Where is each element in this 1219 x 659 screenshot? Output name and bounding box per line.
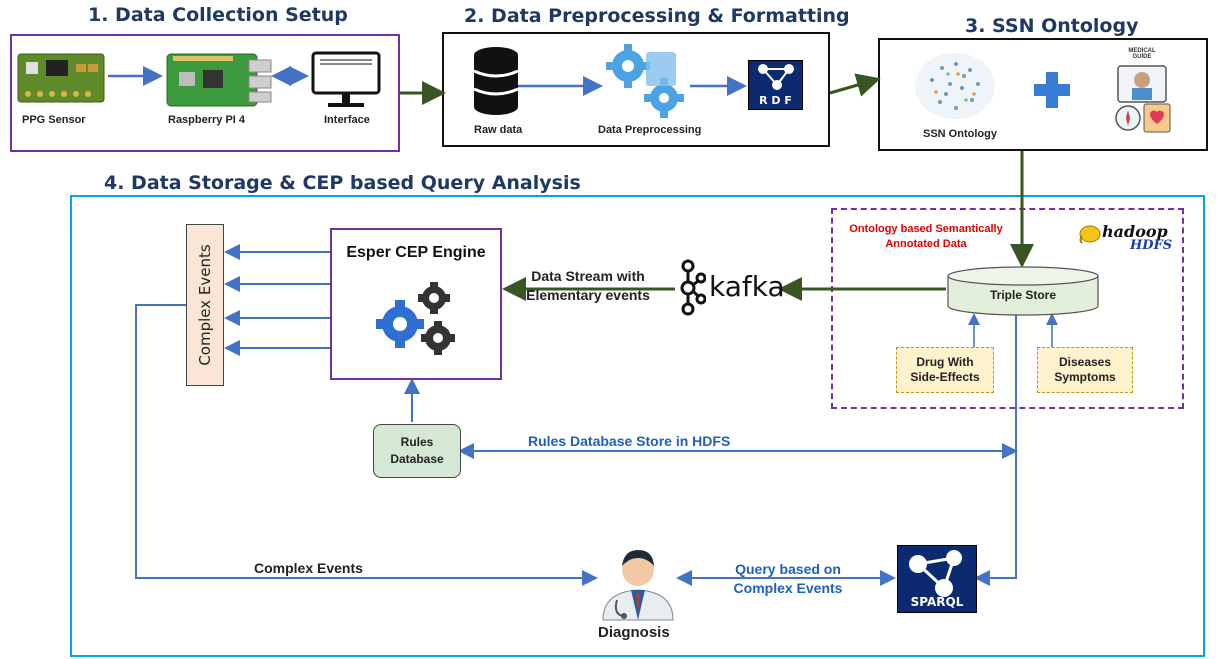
line-triplestore-to-sparql: [974, 312, 1017, 586]
rules-hdfs-label: Rules Database Store in HDFS: [528, 433, 731, 449]
storage-box: [70, 195, 1205, 657]
plus-icon: [1034, 72, 1070, 108]
query-line1: Query based on: [735, 561, 841, 577]
hadoop-logo: hadoop HDFS: [1078, 222, 1178, 256]
hdfs-region: [831, 208, 1184, 409]
disease-box-line2: Symptoms: [1054, 370, 1116, 384]
raspberry-pi-icon: [166, 53, 272, 107]
hdfs-region-title: Ontology based Semantically Annotated Da…: [836, 222, 1016, 253]
query-line2: Complex Events: [733, 579, 843, 596]
kafka-icon: [680, 259, 706, 316]
section-title-preprocessing: 2. Data Preprocessing & Formatting: [464, 5, 850, 27]
esper-engine-label: Esper CEP Engine: [346, 244, 486, 261]
section-title-storage: 4. Data Storage & CEP based Query Analys…: [104, 172, 581, 194]
doctor-icon: [602, 550, 674, 621]
data-stream-label: Data Stream with Elementary events: [510, 267, 666, 305]
triple-store: Triple Store: [946, 266, 1100, 316]
query-label: Query based on Complex Events: [718, 560, 858, 598]
rules-database-line2: Database: [390, 452, 444, 466]
complex-events-vertical-label: Complex Events: [196, 244, 214, 366]
hadoop-logo-text: hadoop: [1102, 222, 1168, 241]
interface-label: Interface: [324, 114, 370, 126]
hdfs-region-title-line1: Ontology based Semantically: [849, 223, 1003, 235]
sparql-logo: SPARQL: [897, 545, 977, 613]
cep-gears-icon: [376, 282, 455, 355]
diagnosis-label: Diagnosis: [598, 624, 670, 641]
rules-database-line1: Rules: [400, 435, 434, 450]
medical-guide-text-2: GUIDE: [1132, 54, 1152, 60]
collection-box: [10, 34, 400, 152]
data-preprocessing-label: Data Preprocessing: [598, 124, 702, 136]
raspberry-pi-label: Raspberry PI 4: [168, 114, 246, 126]
data-stream-line1: Data Stream with: [531, 268, 645, 284]
preprocessing-gears-icon: [606, 44, 684, 118]
rdf-logo-text: R D F: [759, 94, 792, 107]
database-icon: [473, 47, 519, 115]
sparql-logo-text: SPARQL: [910, 595, 964, 609]
esper-engine-box: Esper CEP Engine: [330, 228, 502, 380]
complex-events-box: Complex Events: [186, 224, 224, 386]
raw-data-label: Raw data: [474, 124, 523, 136]
ssn-ontology-label: SSN Ontology: [923, 128, 997, 140]
medical-guide-icon: MEDICAL GUIDE: [1110, 48, 1174, 138]
hadoop-elephant-icon: [1079, 225, 1101, 244]
ppg-sensor-label: PPG Sensor: [22, 114, 86, 126]
medical-guide-text-1: MEDICAL: [1128, 48, 1156, 54]
section-title-collection: 1. Data Collection Setup: [88, 4, 348, 26]
disease-box-line1: Diseases: [1058, 355, 1112, 369]
line-complex-to-diagnosis: [135, 304, 598, 586]
kafka-label: kafka: [709, 270, 785, 303]
ssn-cloud-icon: [915, 53, 995, 119]
drug-box-line1: Drug With: [916, 355, 974, 369]
hdfs-region-title-line2: Annotated Data: [885, 238, 967, 251]
rdf-logo: R D F: [748, 60, 803, 110]
complex-events-label: Complex Events: [254, 560, 363, 576]
data-stream-line2: Elementary events: [526, 286, 650, 303]
section-title-ontology: 3. SSN Ontology: [965, 15, 1139, 37]
ppg-sensor-icon: [17, 53, 105, 103]
hdfs-logo-text: HDFS: [1130, 238, 1173, 253]
triple-store-label: Triple Store: [989, 288, 1057, 302]
monitor-icon: [311, 51, 381, 107]
drug-box-line2: Side-Effects: [910, 370, 980, 384]
arrow-preprocessing-to-ontology: [829, 73, 881, 97]
